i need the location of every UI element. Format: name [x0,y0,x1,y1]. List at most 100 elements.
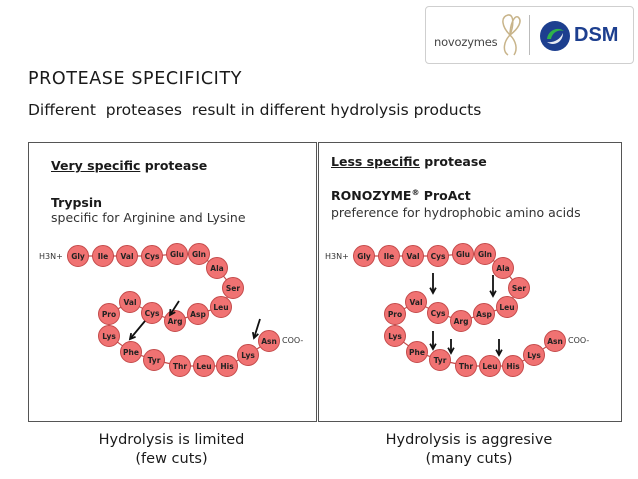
panel-specific-protease: Very specific protease Trypsin specific … [28,142,317,422]
dsm-logo: DSM [574,24,619,46]
amino-acid-label: Ala [210,264,223,273]
amino-acid-label: Gly [357,252,371,261]
amino-acid-bead [169,355,191,377]
amino-acid-label: Asn [547,337,563,346]
amino-acid-label: Lys [527,351,541,360]
amino-acid-bead [479,355,501,377]
caption-line-1: Hydrolysis is aggresive [385,432,553,448]
heading-rest: protease [419,154,487,169]
amino-acid-label: Tyr [148,356,161,365]
amino-acid-bead [237,344,259,366]
amino-acid-bead [193,355,215,377]
amino-acid-bead [492,257,514,279]
slide-title: PROTEASE SPECIFICITY [28,69,243,89]
caption-line-2: (few cuts) [135,451,208,467]
amino-acid-bead [222,277,244,299]
amino-acid-label: Leu [213,303,228,312]
amino-acid-label: Leu [196,362,211,371]
amino-acid-bead [98,303,120,325]
amino-acid-bead [384,325,406,347]
amino-acid-label: His [220,362,234,371]
amino-acid-bead [216,355,238,377]
amino-acid-bead [258,330,280,352]
cleavage-arrow [129,320,146,340]
amino-acid-bead [210,296,232,318]
amino-acid-label: Gln [192,250,206,259]
amino-acid-label: Ala [496,264,509,273]
slide-subtitle: Different proteases result in different … [28,101,482,119]
heading-underlined: Less specific [331,154,420,169]
amino-acid-bead [143,349,165,371]
amino-acid-bead [544,330,566,352]
amino-acid-bead [120,341,142,363]
caption-aggressive: Hydrolysis is aggresive (many cuts) [318,431,620,469]
amino-acid-label: Tyr [434,356,447,365]
protease-description: specific for Arginine and Lysine [51,210,246,225]
amino-acid-bead [406,341,428,363]
amino-acid-bead [92,245,114,267]
amino-acid-label: Asp [190,310,206,319]
amino-acid-bead [450,310,472,332]
amino-acid-label: Leu [482,362,497,371]
novozymes-logo: novozymes [434,35,498,49]
amino-acid-bead [496,296,518,318]
protease-name-main: RONOZYME [331,188,412,204]
amino-acid-label: Glu [456,250,470,259]
cleavage-arrow-head [429,287,437,295]
panel-less-specific-protease: Less specific protease RONOZYME® ProAct … [318,142,622,422]
amino-acid-label: Phe [409,348,425,357]
n-terminus-label: H3N+ [39,252,63,261]
amino-acid-label: Ile [384,252,394,261]
amino-acid-bead [116,245,138,267]
amino-acid-label: Asn [261,337,277,346]
amino-acid-bead [206,257,228,279]
amino-acid-bead [98,325,120,347]
dsm-mark-icon [540,21,570,51]
amino-acid-label: Val [123,298,136,307]
amino-acid-label: Val [406,252,419,261]
peptide-backbone [78,253,270,367]
heading-underlined: Very specific [51,158,141,173]
amino-acid-bead [187,303,209,325]
amino-acid-label: Leu [499,303,514,312]
n-terminus-label: H3N+ [325,252,349,261]
amino-acid-bead [452,243,474,265]
amino-acid-bead [119,291,141,313]
cleavage-arrow-head [251,331,259,340]
amino-acid-bead [427,302,449,324]
amino-acid-label: Arg [168,317,183,326]
sponsor-logo-box: novozymes DSM [425,6,634,64]
cleavage-arrow-head [447,347,455,355]
c-terminus-label: COO- [568,336,589,345]
amino-acid-bead [473,303,495,325]
registered-mark: ® [411,188,420,197]
amino-acid-label: Val [120,252,133,261]
cleavage-arrow-head [128,332,136,341]
protease-name-rest: ProAct [419,188,471,204]
amino-acid-bead [67,245,89,267]
caption-limited: Hydrolysis is limited (few cuts) [28,431,315,469]
cleavage-arrow [253,318,261,339]
amino-acid-bead [474,243,496,265]
amino-acid-bead [188,243,210,265]
logo-divider [529,15,530,55]
amino-acid-label: Glu [170,250,184,259]
amino-acid-label: Thr [173,362,187,371]
amino-acid-bead [455,355,477,377]
amino-acid-bead [502,355,524,377]
amino-acid-label: Val [409,298,422,307]
amino-acid-label: Gly [71,252,85,261]
amino-acid-label: Pro [388,310,402,319]
amino-acid-label: Lys [388,332,402,341]
cleavage-arrow-head [489,290,497,298]
amino-acid-label: Arg [454,317,469,326]
panel-heading: Less specific protease [331,154,487,169]
amino-acid-bead [166,243,188,265]
protease-name: Trypsin [51,195,103,210]
amino-acid-label: Cys [431,252,446,261]
amino-acid-label: Ser [226,284,240,293]
amino-acid-bead [141,245,163,267]
protease-name: RONOZYME® ProAct [331,188,471,203]
amino-acid-bead [405,291,427,313]
amino-acid-label: Thr [459,362,473,371]
